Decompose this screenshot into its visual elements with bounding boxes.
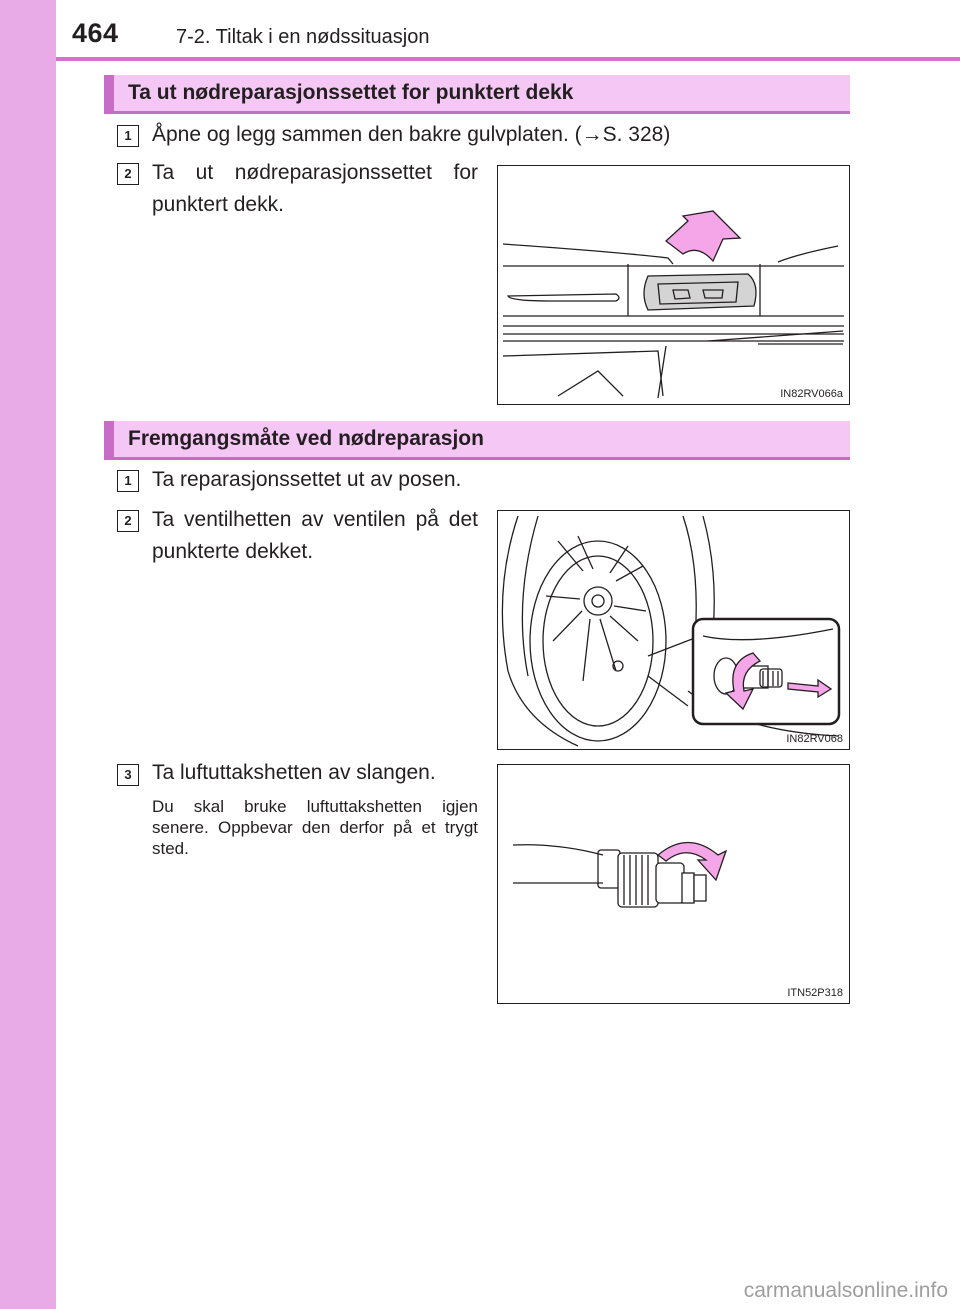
step-number: 3 <box>117 764 139 786</box>
figure-wheel-valve: IN82RV068 <box>497 510 850 750</box>
section-title-remove-kit: Ta ut nødreparasjonssettet for punktert … <box>104 75 850 114</box>
step-note: Du skal bruke luftuttakshetten igjen sen… <box>152 797 478 858</box>
watermark: carmanualsonline.info <box>743 1279 948 1302</box>
figure-code: IN82RV066a <box>780 388 843 400</box>
page-header: 464 7-2. Tiltak i en nødssituasjon <box>0 0 960 62</box>
step-number: 2 <box>117 163 139 185</box>
figure-trunk-kit: IN82RV066a <box>497 165 850 405</box>
trunk-illustration <box>502 210 844 399</box>
figure-hose-cap: ITN52P318 <box>497 764 850 1004</box>
section-title-text: Fremgangsmåte ved nødreparasjon <box>128 427 484 450</box>
step-text: Ta ventilhetten av ventilen på det punkt… <box>152 508 478 563</box>
figure-code: ITN52P318 <box>787 987 843 999</box>
rotate-arrow-icon <box>724 652 762 711</box>
step-number: 1 <box>117 125 139 147</box>
hose-illustration <box>512 842 728 908</box>
pull-arrow-icon <box>787 678 833 699</box>
detail-callout <box>691 617 841 726</box>
step-number: 2 <box>117 510 139 532</box>
wheel-illustration <box>501 515 841 747</box>
figure-code: IN82RV068 <box>786 733 843 745</box>
header-rule <box>56 57 960 61</box>
lift-arrow-icon <box>664 210 742 263</box>
step-text: Ta luftuttakshetten av slangen. <box>152 761 436 784</box>
section-title-text: Ta ut nødreparasjonssettet for punktert … <box>128 81 574 104</box>
step-number: 1 <box>117 470 139 492</box>
step-text: Ta ut nødreparasjonssettet for punktert … <box>152 161 478 216</box>
rotate-arrow-icon <box>656 842 728 882</box>
side-tab-strip <box>0 0 56 1309</box>
page-number: 464 <box>72 18 119 48</box>
step-text: Ta reparasjonssettet ut av posen. <box>152 468 462 491</box>
section-heading: 7-2. Tiltak i en nødssituasjon <box>176 26 430 48</box>
step-text: Åpne og legg sammen den bakre gulvplaten… <box>152 123 671 146</box>
section-title-repair-procedure: Fremgangsmåte ved nødreparasjon <box>104 421 850 460</box>
